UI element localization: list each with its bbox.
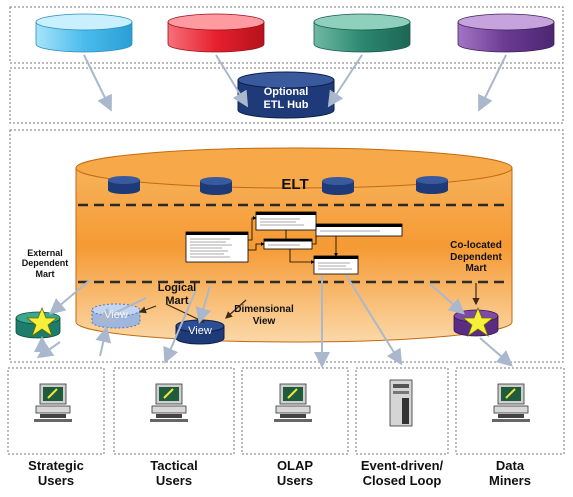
user-label-miners: Data Miners (489, 458, 531, 488)
star-icon (461, 306, 495, 338)
external-mart-label: External Dependent Mart (21, 248, 69, 279)
model-table (185, 231, 249, 263)
computer-workstation-icon (150, 383, 188, 422)
user-box-miners (455, 367, 565, 455)
dimensional-view-label: Dimensional View (234, 304, 294, 327)
flow-arrows (36, 274, 514, 368)
etl-hub-label: Optional ETL Hub (263, 86, 309, 111)
view-label-dimensional: View (188, 325, 212, 337)
user-box-tactical (113, 367, 235, 455)
user-label-tactical: Tactical Users (150, 458, 198, 488)
source-arrows (83, 54, 507, 112)
internal-db-3 (322, 177, 354, 195)
source-db-4 (457, 13, 555, 53)
user-box-olap (241, 367, 349, 455)
flow-arrow-up (95, 326, 112, 357)
source-db-1 (35, 13, 133, 53)
elt-label: ELT (281, 176, 309, 193)
computer-workstation-icon (492, 383, 530, 422)
computer-workstation-icon (274, 383, 312, 422)
source-db-3 (313, 13, 411, 53)
internal-db-4 (416, 176, 448, 194)
star-icon (25, 306, 59, 338)
view-label-logical: View (104, 309, 128, 321)
user-label-strategic: Strategic Users (28, 458, 84, 488)
data-model-tables (185, 211, 403, 275)
source-db-2 (167, 13, 265, 53)
user-box-event (355, 367, 449, 455)
hub-frame (9, 67, 564, 124)
user-label-olap: OLAP Users (276, 458, 314, 488)
label-pointers (138, 283, 480, 323)
internal-db-2 (200, 177, 232, 195)
computer-workstation-icon (34, 383, 72, 422)
logical-mart-label: Logical Mart (157, 282, 197, 307)
warehouse-frame (9, 129, 564, 363)
etl-hub-db (237, 71, 335, 119)
server-tower-icon (389, 379, 413, 427)
sources-frame (9, 6, 564, 64)
dimensional-view (175, 319, 225, 345)
user-label-event: Event-driven/ Closed Loop (360, 458, 444, 488)
colocated-mart-label: Co-located Dependent Mart (450, 240, 502, 274)
user-box-strategic (7, 367, 105, 455)
internal-db-1 (108, 176, 140, 194)
